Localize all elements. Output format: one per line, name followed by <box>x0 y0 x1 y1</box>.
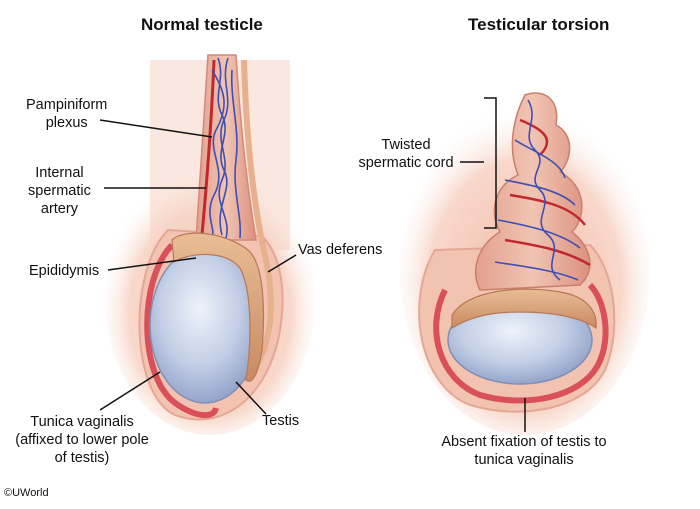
pampiniform-leader <box>99 119 213 138</box>
label-testis: Testis <box>262 413 300 429</box>
label-absent-fixation: Absent fixation of testis to tunica vagi… <box>441 434 607 468</box>
tunica-leader <box>99 371 161 411</box>
twisted-artery <box>504 118 591 267</box>
vas-deferens-leader <box>267 254 297 273</box>
label-tunica-vaginalis: Tunica vaginalis (affixed to lower pole … <box>15 414 149 466</box>
vas-deferens <box>241 59 274 377</box>
internal-spermatic-artery <box>200 59 216 236</box>
twisted-veins <box>494 99 581 281</box>
leader-lines <box>99 119 526 432</box>
tunica-vaginalis-torsion <box>433 282 609 404</box>
label-vas-deferens: Vas deferens <box>298 242 383 258</box>
pampiniform-plexus <box>209 57 242 239</box>
torsion-illustration <box>400 92 650 435</box>
epididymis <box>171 232 265 382</box>
label-internal-spermatic-artery: Internal spermatic artery <box>28 165 91 217</box>
testis-leader <box>235 381 267 415</box>
label-twisted-spermatic-cord: Twisted spermatic cord <box>358 137 454 171</box>
title-torsion: Testicular torsion <box>468 15 610 34</box>
label-pampiniform-plexus: Pampiniform plexus <box>26 97 108 131</box>
normal-testicle-illustration <box>105 54 315 435</box>
epididymis-leader <box>107 257 197 271</box>
tunica-vaginalis <box>144 242 219 419</box>
cord-bracket <box>484 97 497 229</box>
copyright-notice: ©UWorld <box>4 487 49 499</box>
label-epididymis: Epididymis <box>29 263 100 279</box>
title-normal: Normal testicle <box>141 15 263 34</box>
epididymis-torsion <box>451 288 597 330</box>
